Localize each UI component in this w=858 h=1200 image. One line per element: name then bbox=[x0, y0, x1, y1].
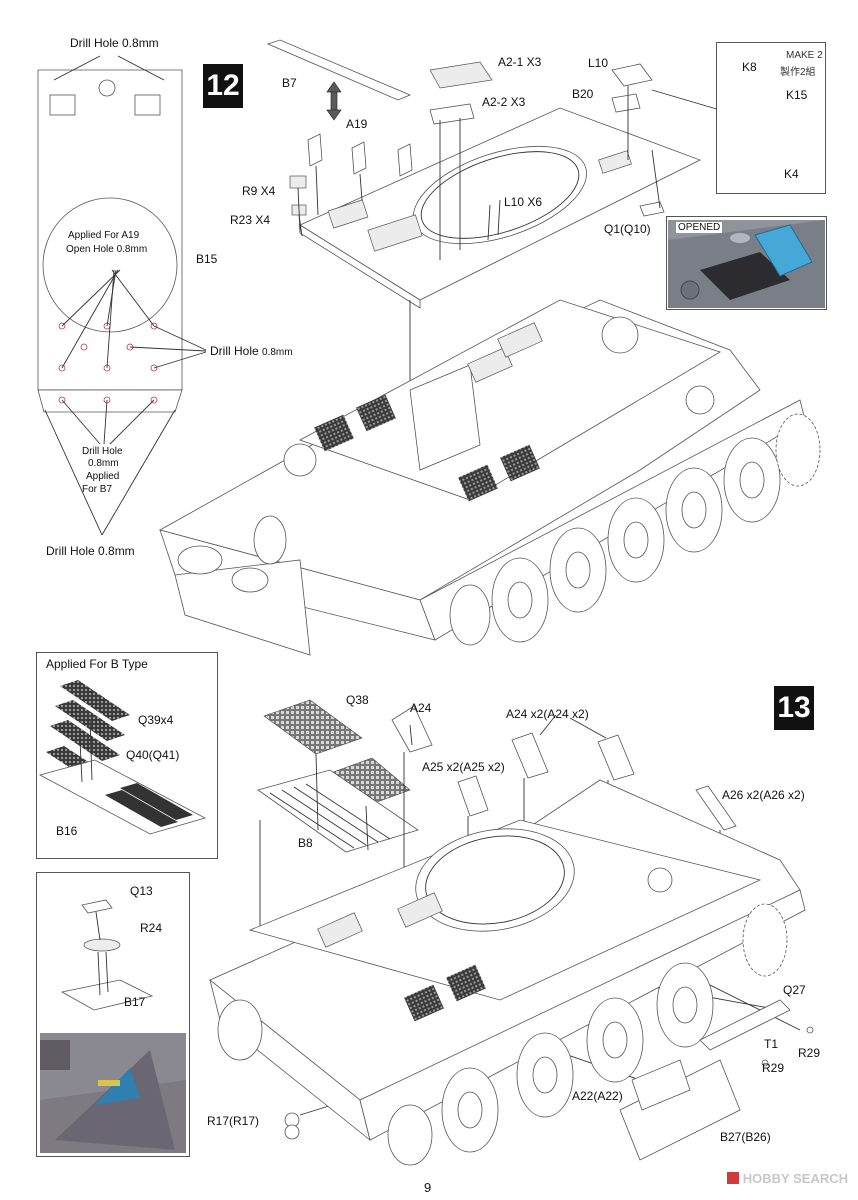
part-q38-label: Q38 bbox=[346, 693, 369, 707]
open-hole-label: Open Hole 0.8mm bbox=[66, 244, 148, 255]
part-k8-label: K8 bbox=[742, 60, 757, 74]
drill-hole-mid-label: Drill Hole 0.8mm bbox=[210, 344, 293, 358]
watermark: HOBBY SEARCH bbox=[726, 1171, 848, 1186]
step13-hull bbox=[209, 779, 806, 1142]
part-r23-label: R23 X4 bbox=[230, 213, 271, 227]
part-k4-label: K4 bbox=[784, 167, 799, 181]
part-q40-label: Q40(Q41) bbox=[126, 748, 180, 762]
opened-photo bbox=[668, 220, 825, 308]
part-l10-label: L10 bbox=[588, 56, 609, 70]
part-b7-label: B7 bbox=[282, 76, 297, 90]
detail-sketch bbox=[60, 899, 154, 1011]
part-b8-label: B8 bbox=[298, 836, 313, 850]
page-number: 9 bbox=[424, 1180, 432, 1195]
drill-hole-mid-size: 0.8mm bbox=[262, 347, 293, 358]
part-b16-label: B16 bbox=[56, 824, 78, 838]
drill-hole-low-line1: Drill Hole bbox=[82, 446, 123, 457]
step12-exploded-parts bbox=[266, 39, 702, 309]
make2-cjk-label: 製作2組 bbox=[780, 67, 816, 78]
part-l10x6-label: L10 X6 bbox=[504, 195, 543, 209]
step13-exploded-parts bbox=[257, 699, 737, 853]
drill-hole-bottom-label: Drill Hole 0.8mm bbox=[46, 544, 135, 558]
drill-hole-low-line3: Applied bbox=[86, 471, 120, 482]
drill-hole-low-line2: 0.8mm bbox=[88, 458, 119, 469]
step13-side-skirt bbox=[619, 999, 814, 1161]
b-type-panel bbox=[36, 652, 218, 859]
step13-road-wheels bbox=[387, 903, 788, 1166]
b-type-sketch bbox=[38, 680, 207, 835]
watermark-logo-icon bbox=[726, 1172, 739, 1184]
part-b15-plate bbox=[37, 55, 207, 536]
part-q27-label: Q27 bbox=[783, 983, 806, 997]
part-a2-1-label: A2-1 X3 bbox=[498, 55, 542, 69]
part-q13-label: Q13 bbox=[130, 884, 153, 898]
part-k15-label: K15 bbox=[786, 88, 808, 102]
part-b17-label: B17 bbox=[124, 995, 146, 1009]
opened-label: OPENED bbox=[676, 222, 723, 233]
make2-label: MAKE 2 bbox=[786, 50, 823, 61]
part-a26x2-label: A26 x2(A26 x2) bbox=[722, 788, 805, 802]
step-number-13: 13 bbox=[774, 686, 814, 730]
part-t1-label: T1 bbox=[764, 1037, 779, 1051]
part-b27-label: B27(B26) bbox=[720, 1130, 771, 1144]
part-q1-label: Q1(Q10) bbox=[604, 222, 651, 236]
part-r29a-label: R29 bbox=[798, 1046, 821, 1060]
part-a2-2-label: A2-2 X3 bbox=[482, 95, 526, 109]
drill-hole-low-line4: For B7 bbox=[82, 484, 113, 495]
b-type-title: Applied For B Type bbox=[46, 657, 148, 671]
drill-hole-mid-text: Drill Hole bbox=[210, 344, 259, 358]
part-a22-label: A22(A22) bbox=[572, 1089, 623, 1103]
part-a25x2-label: A25 x2(A25 x2) bbox=[422, 760, 505, 774]
make2-panel bbox=[716, 42, 826, 194]
part-r24-label: R24 bbox=[140, 921, 163, 935]
part-a19-label: A19 bbox=[346, 117, 368, 131]
opened-panel bbox=[666, 216, 827, 310]
part-b15-label: B15 bbox=[196, 252, 218, 266]
part-b20-label: B20 bbox=[572, 87, 594, 101]
watermark-text: HOBBY SEARCH bbox=[742, 1171, 848, 1186]
step12-road-wheels bbox=[253, 413, 821, 646]
part-a24-label: A24 bbox=[410, 701, 432, 715]
drill-hole-top-label: Drill Hole 0.8mm bbox=[70, 36, 159, 50]
detail-panel bbox=[36, 872, 190, 1157]
part-r29b-label: R29 bbox=[762, 1061, 785, 1075]
part-a24x2-label: A24 x2(A24 x2) bbox=[506, 707, 589, 721]
detail-photo bbox=[40, 1033, 186, 1153]
part-r9-label: R9 X4 bbox=[242, 184, 276, 198]
step-number-12: 12 bbox=[203, 64, 243, 108]
applied-a19-label: Applied For A19 bbox=[68, 230, 140, 241]
part-q39-label: Q39x4 bbox=[138, 713, 174, 727]
part-r17-label: R17(R17) bbox=[207, 1114, 260, 1128]
